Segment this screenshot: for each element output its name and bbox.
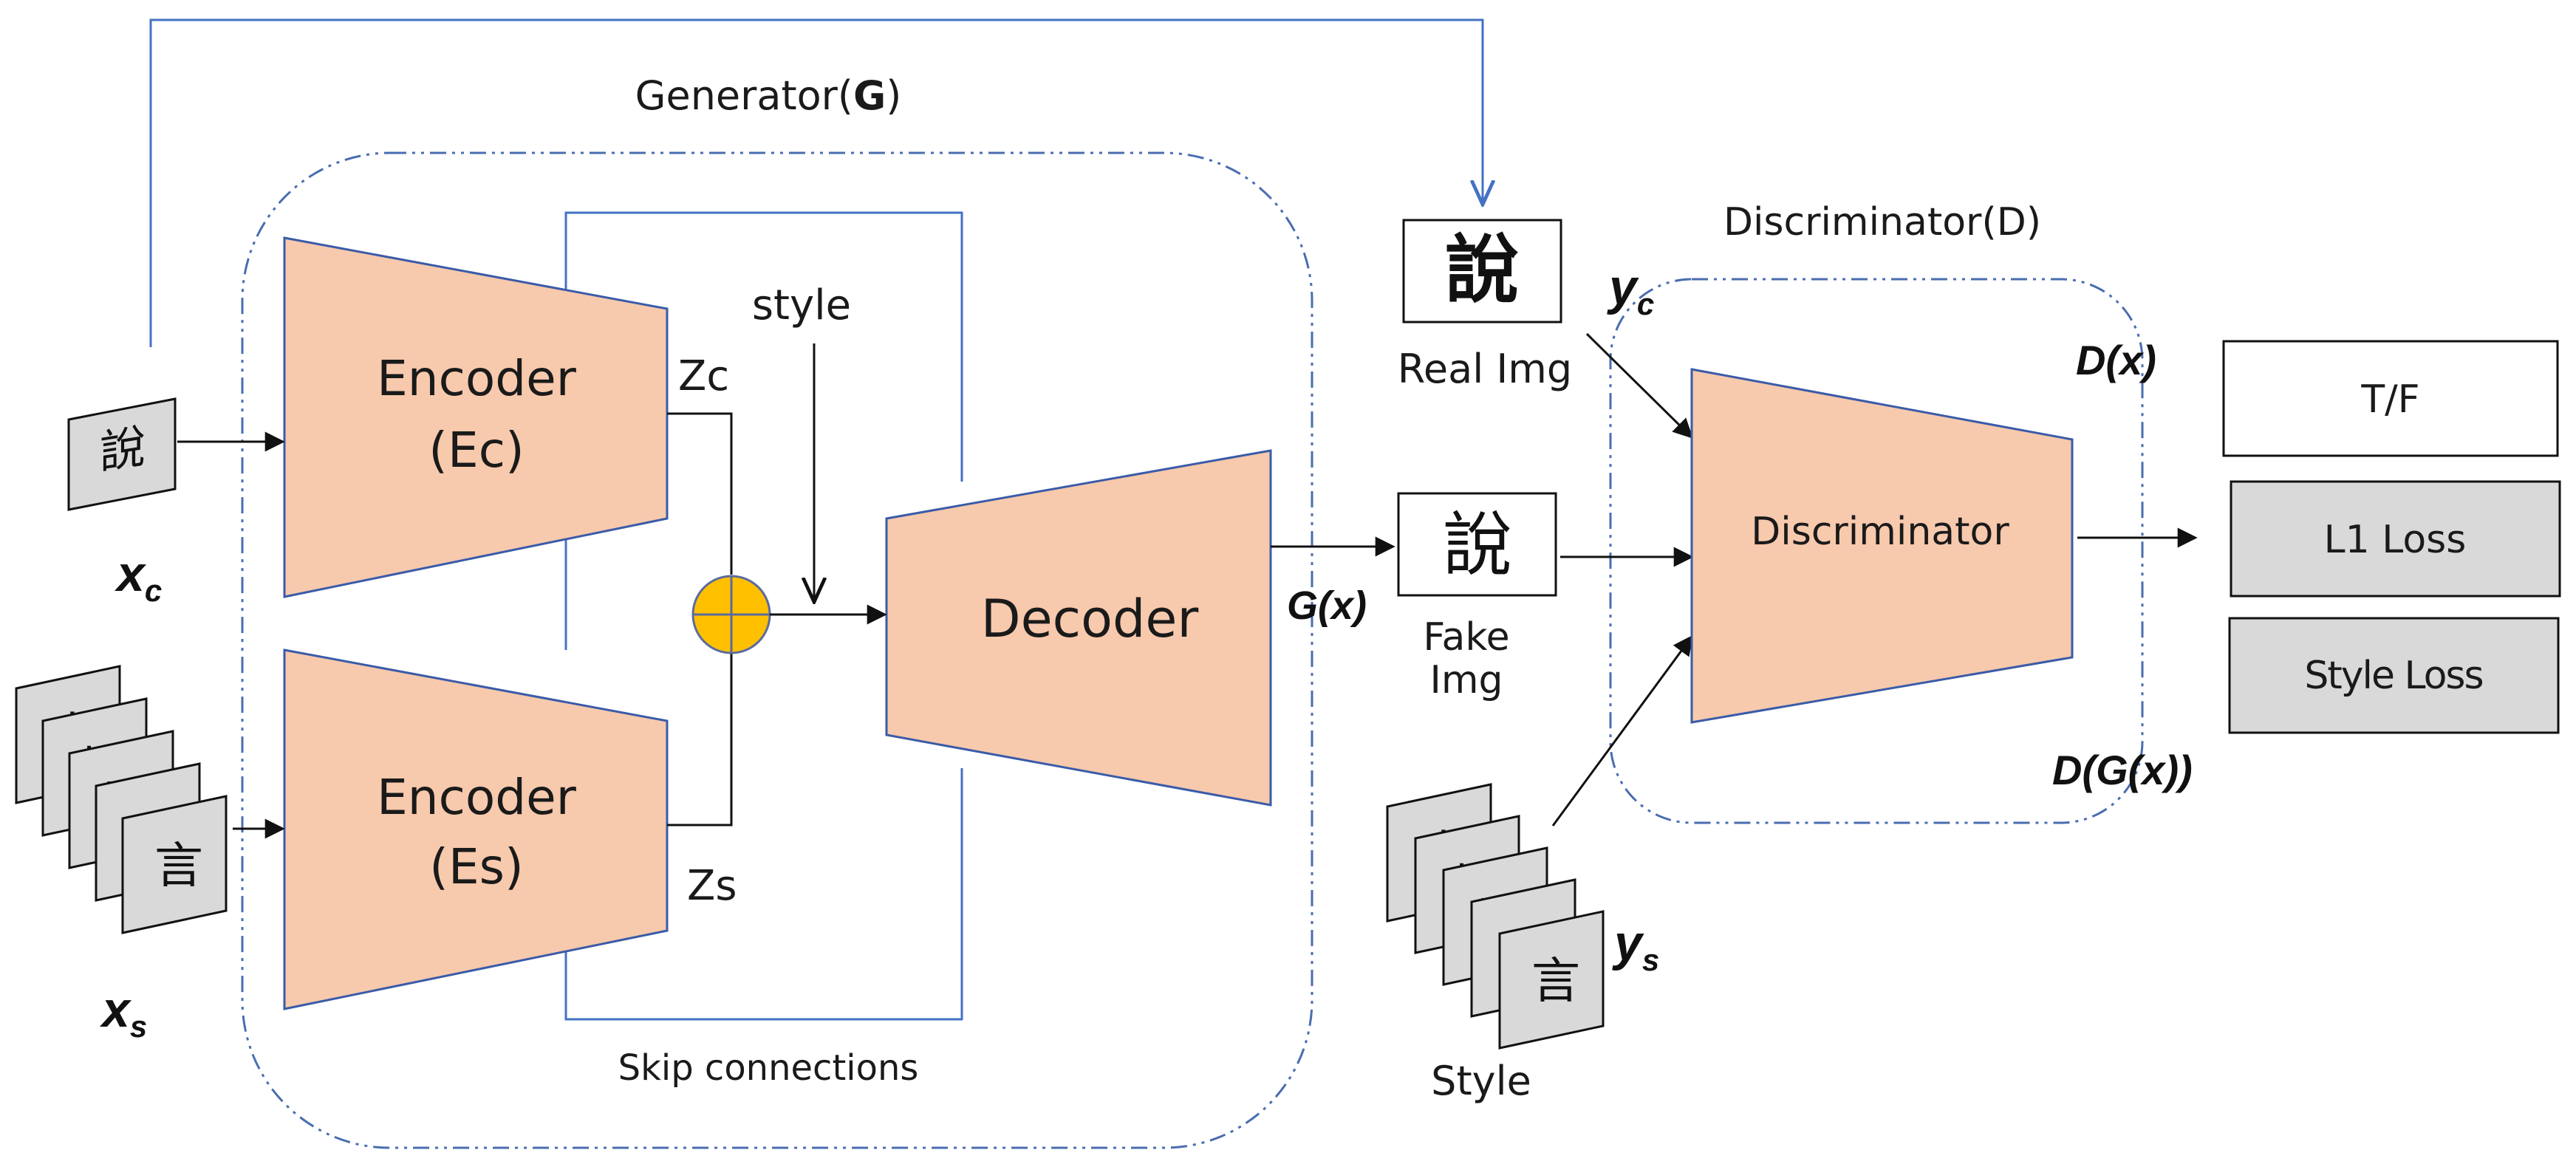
- style-loss-label: Style Loss: [2304, 654, 2482, 698]
- dgx-label: D(G(x)): [2052, 747, 2193, 793]
- discriminator-block-label: Discriminator: [1751, 510, 2009, 554]
- style-loss-box: [2228, 617, 2560, 734]
- xs-label: xs: [100, 982, 147, 1044]
- xc-glyph: 說: [100, 419, 146, 479]
- encoder-es-label-line2: (Es): [429, 838, 524, 895]
- real-to-discriminator-arrow: [1585, 332, 1693, 439]
- xc-label: xc: [115, 546, 162, 608]
- encoder-ec-label-line1: Encoder: [377, 350, 577, 407]
- fake-image-label-line1: Fake: [1423, 615, 1509, 660]
- style-to-discriminator-arrow: [1551, 634, 1693, 827]
- xs-style-card: [121, 795, 228, 934]
- ys-label: ys: [1612, 915, 1659, 977]
- encoder-es-block: [283, 648, 669, 1010]
- real-image-glyph: 說: [1445, 227, 1519, 313]
- zs-label: Zs: [687, 862, 737, 910]
- ys-style-stack: 丨儿口八言: [1386, 783, 1605, 1050]
- skip-connections-label: Skip connections: [618, 1047, 919, 1089]
- zc-connection: [667, 412, 733, 575]
- fake-image-box: [1397, 492, 1557, 597]
- fake-image-glyph: 說: [1443, 505, 1512, 586]
- ys-style-glyph: 言: [1531, 953, 1580, 1010]
- discriminator-block: [1690, 368, 2074, 724]
- decoder-label: Decoder: [981, 589, 1199, 649]
- style-label: Style: [1431, 1058, 1531, 1104]
- encoder-ec-block: [283, 236, 669, 598]
- real-image-label: Real Img: [1398, 346, 1572, 392]
- l1-loss-label: L1 Loss: [2324, 518, 2467, 562]
- zs-connection: [667, 654, 733, 827]
- ys-style-card: [1498, 910, 1605, 1050]
- xs-input-stack: 丨儿口八言: [15, 665, 228, 934]
- tf-output-box: [2222, 340, 2559, 457]
- yc-label: yc: [1607, 259, 1654, 321]
- generator-container: [241, 151, 1313, 1149]
- real-image-box: [1402, 219, 1562, 324]
- generator-title: Generator(G): [635, 72, 902, 119]
- xs-style-glyph: 言: [154, 838, 203, 894]
- encoder-ec-label-line2: (Ec): [428, 422, 525, 479]
- discriminator-container: [1609, 278, 2144, 824]
- fake-image-label-line2: Img: [1430, 658, 1503, 702]
- tf-output-label: T/F: [2360, 377, 2419, 422]
- discriminator-title: Discriminator(D): [1723, 200, 2041, 244]
- l1-loss-box: [2230, 480, 2561, 598]
- dx-label: D(x): [2076, 337, 2156, 383]
- zc-label: Zc: [678, 352, 729, 400]
- style-input-label: style: [752, 281, 851, 329]
- encoder-es-label-line1: Encoder: [377, 769, 577, 826]
- decoder-block: [885, 449, 1272, 807]
- xc-input-image: [67, 397, 177, 511]
- gx-label: G(x): [1287, 584, 1367, 628]
- real-image-path-line: [149, 18, 1483, 347]
